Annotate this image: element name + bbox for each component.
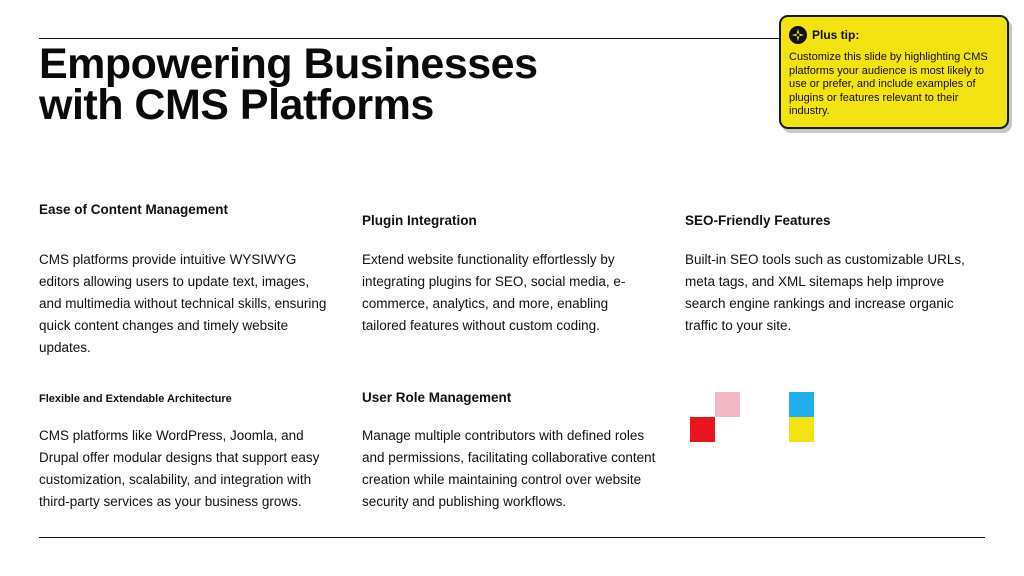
section-body-seo-friendly-features: Built-in SEO tools such as customizable … xyxy=(685,252,965,333)
slide-title: Empowering Businesses with CMS Platforms xyxy=(39,43,538,129)
decor-square-red xyxy=(690,417,715,442)
section-heading-user-role-management: User Role Management xyxy=(362,390,512,405)
section-body-user-role-management: Manage multiple contributors with define… xyxy=(362,428,656,509)
decor-square-blue xyxy=(789,392,814,417)
tip-label: Plus tip: xyxy=(812,28,860,42)
section-body-plugin-integration: Extend website functionality effortlessl… xyxy=(362,252,626,333)
decor-square-yellow xyxy=(789,417,814,442)
section-body-ease-of-content-management: CMS platforms provide intuitive WYSIWYG … xyxy=(39,252,327,355)
section-heading-plugin-integration: Plugin Integration xyxy=(362,213,477,228)
tip-text: Customize this slide by highlighting CMS… xyxy=(789,51,988,117)
top-divider xyxy=(39,38,781,39)
section-heading-ease-of-content-management: Ease of Content Management xyxy=(39,202,229,217)
decor-square-pink xyxy=(715,392,740,417)
plus-tip-callout: Plus tip: Customize this slide by highli… xyxy=(779,15,1009,129)
compass-icon xyxy=(789,26,807,44)
title-line-1: Empowering Businesses xyxy=(39,40,538,88)
title-line-2: with CMS Platforms xyxy=(39,81,434,129)
bottom-divider xyxy=(39,537,985,538)
section-heading-flexible-architecture: Flexible and Extendable Architecture xyxy=(39,393,232,405)
section-heading-seo-friendly-features: SEO-Friendly Features xyxy=(685,213,831,228)
tip-header: Plus tip: xyxy=(789,26,997,44)
section-body-flexible-architecture: CMS platforms like WordPress, Joomla, an… xyxy=(39,428,320,509)
